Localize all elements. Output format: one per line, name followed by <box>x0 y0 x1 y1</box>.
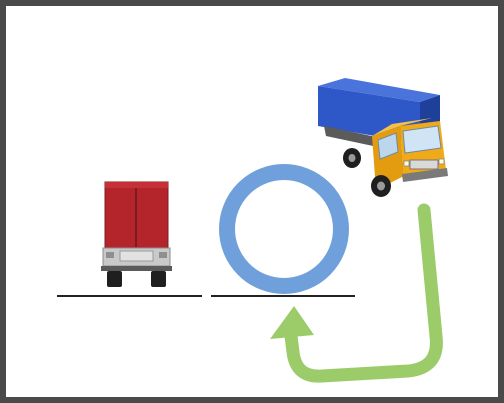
curved-return-arrow-icon <box>270 203 443 383</box>
blank-circle-icon <box>219 164 349 294</box>
truck-side-view-icon <box>318 78 448 197</box>
truck-rear-view-icon <box>101 181 172 287</box>
